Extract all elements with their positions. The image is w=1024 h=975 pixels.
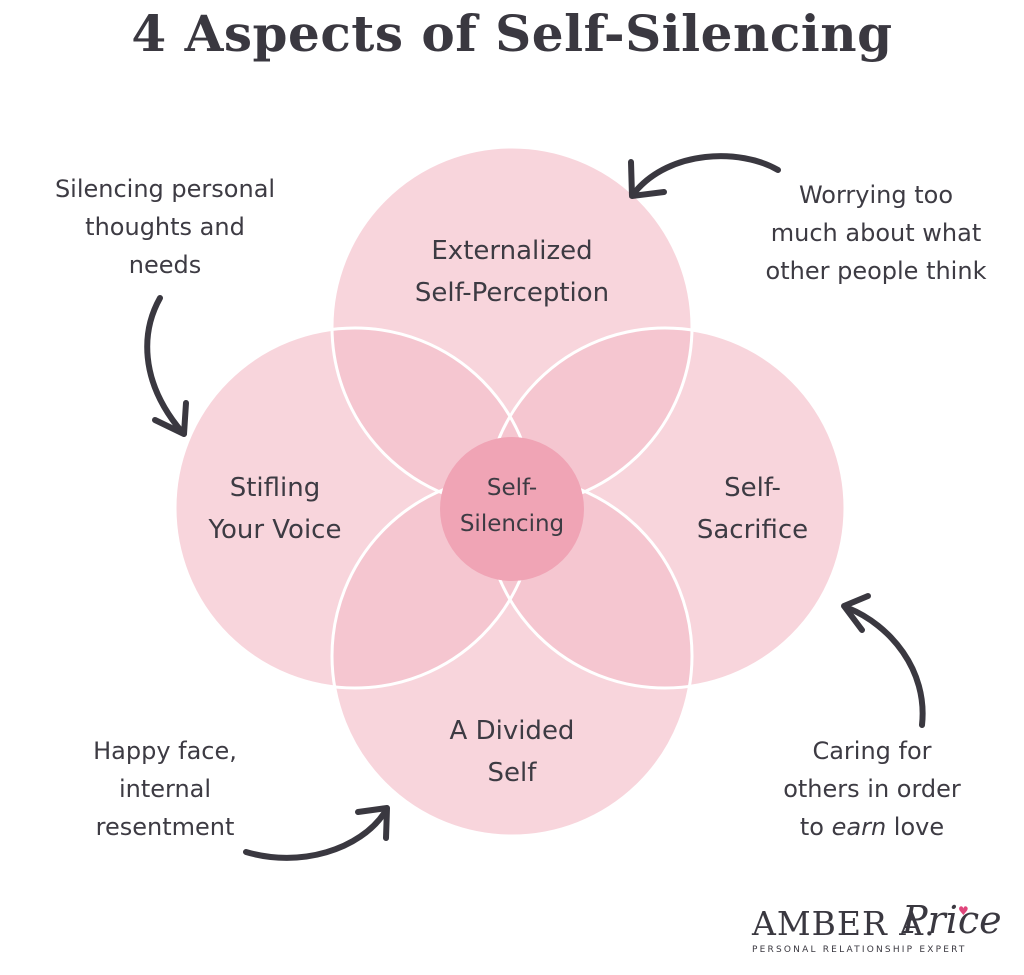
label-line: Self-Perception — [414, 278, 610, 308]
logo-script: Price — [902, 898, 1002, 942]
note-worrying-too-much: Worrying too much about what other peopl… — [738, 176, 1014, 290]
overlap-top-left — [332, 328, 535, 507]
note-line: others in order — [783, 775, 961, 803]
note-line: resentment — [95, 813, 235, 841]
note-line: Silencing personal — [54, 175, 276, 203]
overlap-top-right — [485, 328, 692, 507]
note-line: needs — [128, 251, 202, 279]
note-silencing-personal-thoughts: Silencing personal thoughts and needs — [20, 170, 310, 284]
label-self-sacrifice: Self- Sacrifice — [665, 467, 840, 551]
brand-logo: AMBER A. Price ♥ PERSONAL RELATIONSHIP E… — [752, 898, 1012, 960]
note-line-emphasis: to earn love — [799, 813, 945, 841]
arrow-top-left-head — [152, 400, 189, 437]
label-self-silencing: Self- Silencing — [430, 470, 594, 542]
arrow-top-right — [632, 153, 781, 195]
note-line: Caring for — [812, 737, 932, 765]
label-line: Stifling — [229, 473, 321, 503]
logo-tagline: PERSONAL RELATIONSHIP EXPERT — [752, 945, 967, 955]
label-a-divided-self: A Divided Self — [412, 710, 612, 794]
center-circle — [440, 437, 584, 581]
note-happy-face: Happy face, internal resentment — [55, 732, 275, 846]
arrow-bottom-right — [845, 605, 926, 728]
heart-icon: ♥ — [958, 904, 969, 918]
label-line: Self- — [724, 473, 781, 503]
label-line: Your Voice — [208, 515, 342, 545]
label-externalized-self-perception: Externalized Self-Perception — [392, 230, 632, 314]
label-line: A Divided — [449, 716, 575, 746]
note-line: much about what — [770, 219, 982, 247]
emphasis-word: earn — [831, 813, 887, 841]
label-line: Externalized — [431, 236, 593, 266]
logo-name: AMBER A. — [752, 904, 936, 943]
arrow-bottom-left-head — [355, 805, 390, 841]
label-line: Silencing — [459, 511, 565, 537]
label-line: Self- — [486, 475, 538, 501]
arrow-top-left — [144, 295, 185, 435]
arrow-bottom-right-head — [841, 593, 871, 633]
note-caring-for-others: Caring for others in order to earn love — [757, 732, 987, 846]
note-line: Worrying too — [798, 181, 954, 209]
label-stifling-your-voice: Stifling Your Voice — [185, 467, 365, 551]
note-line: other people think — [765, 257, 987, 285]
note-line: thoughts and — [85, 213, 245, 241]
arrow-bottom-left — [243, 809, 388, 861]
note-line: Happy face, — [93, 737, 237, 765]
note-line: internal — [118, 775, 212, 803]
label-line: Self — [487, 758, 537, 788]
label-line: Sacrifice — [696, 515, 809, 545]
page-title: 4 Aspects of Self-Silencing — [131, 4, 893, 63]
arrow-top-right-head — [628, 159, 667, 199]
